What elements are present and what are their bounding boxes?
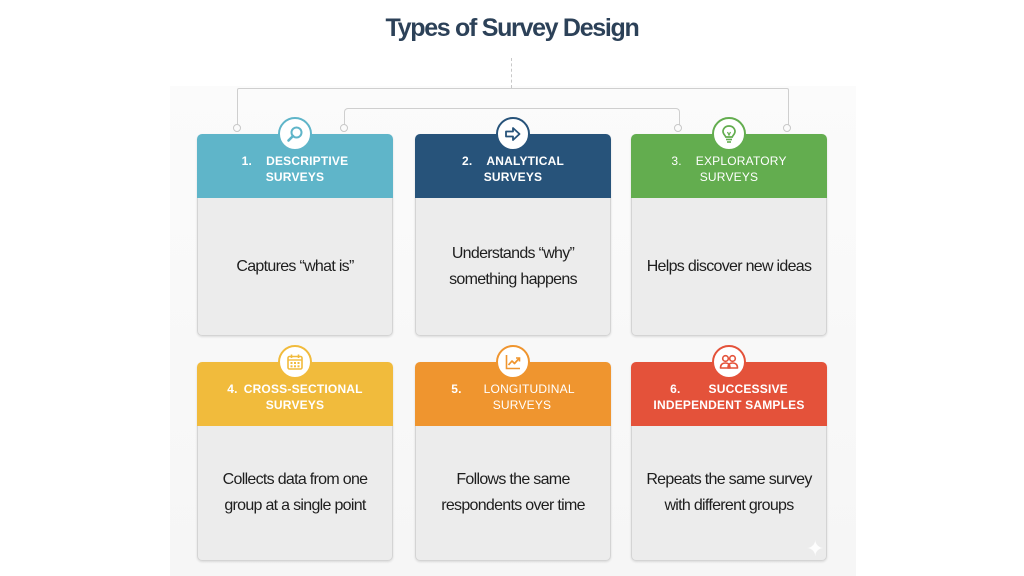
diagram-title: Types of Survey Design: [385, 14, 640, 42]
card-description: Collects data from one group at a single…: [197, 426, 393, 561]
card-number: 6.: [670, 382, 681, 396]
lightbulb-icon: [712, 117, 746, 151]
magnifier-icon: [278, 117, 312, 151]
card-label-line2: INDEPENDENT SAMPLES: [653, 398, 805, 412]
card-header: 2. ANALYTICAL SURVEYS: [415, 134, 611, 198]
card-number: 3.: [671, 154, 682, 168]
calendar-icon: [278, 345, 312, 379]
card-number: 5.: [451, 382, 462, 396]
connector-inner: [344, 108, 680, 127]
card-descriptive-surveys: 1. DESCRIPTIVE SURVEYS Captures “what is”: [197, 117, 393, 336]
connector-dot: [340, 124, 348, 132]
connector-outer: [237, 88, 789, 127]
card-label-line2: SURVEYS: [483, 170, 543, 184]
sparkle-watermark-icon: ✦: [806, 536, 825, 561]
card-exploratory-surveys: 3. EXPLORATORY SURVEYS Helps discover new…: [631, 117, 827, 336]
card-description: Helps discover new ideas: [631, 198, 827, 336]
card-description: Follows the same respondents over time: [415, 426, 611, 561]
card-number: 4.: [227, 382, 238, 396]
card-cross-sectional-surveys: 4. CROSS-SECTIONAL SURVEYS Collects data …: [197, 345, 393, 561]
card-number: 2.: [462, 154, 473, 168]
card-number: 1.: [241, 154, 253, 168]
card-description: Repeats the same survey with different g…: [631, 426, 827, 561]
connector-dot: [783, 124, 791, 132]
card-label-line1: SUCCESSIVE: [708, 382, 788, 396]
connector-dot: [674, 124, 682, 132]
card-header: 3. EXPLORATORY SURVEYS: [631, 134, 827, 198]
card-header: 5. LONGITUDINAL SURVEYS: [415, 362, 611, 426]
card-successive-independent-samples: 6. SUCCESSIVE INDEPENDENT SAMPLES Repeats…: [631, 345, 827, 561]
card-label-line2: SURVEYS: [265, 170, 325, 184]
card-analytical-surveys: 2. ANALYTICAL SURVEYS Understands “why” s…: [415, 117, 611, 336]
card-label-line1: EXPLORATORY: [695, 154, 787, 168]
card-description: Captures “what is”: [197, 198, 393, 336]
arrow-right-icon: [496, 117, 530, 151]
card-header: 6. SUCCESSIVE INDEPENDENT SAMPLES: [631, 362, 827, 426]
connector-dot: [233, 124, 241, 132]
card-label-line1: DESCRIPTIVE: [266, 154, 349, 168]
card-description: Understands “why” something happens: [415, 198, 611, 336]
card-label-line2: SURVEYS: [699, 170, 759, 184]
root-connector-dashed: [511, 58, 512, 88]
card-label-line2: SURVEYS: [492, 398, 552, 412]
people-icon: [712, 345, 746, 379]
card-label-line1: CROSS-SECTIONAL: [243, 382, 363, 396]
card-label-line2: SURVEYS: [265, 398, 325, 412]
card-label-line1: LONGITUDINAL: [483, 382, 575, 396]
trend-chart-icon: [496, 345, 530, 379]
card-label-line1: ANALYTICAL: [486, 154, 564, 168]
card-longitudinal-surveys: 5. LONGITUDINAL SURVEYS Follows the same …: [415, 345, 611, 561]
